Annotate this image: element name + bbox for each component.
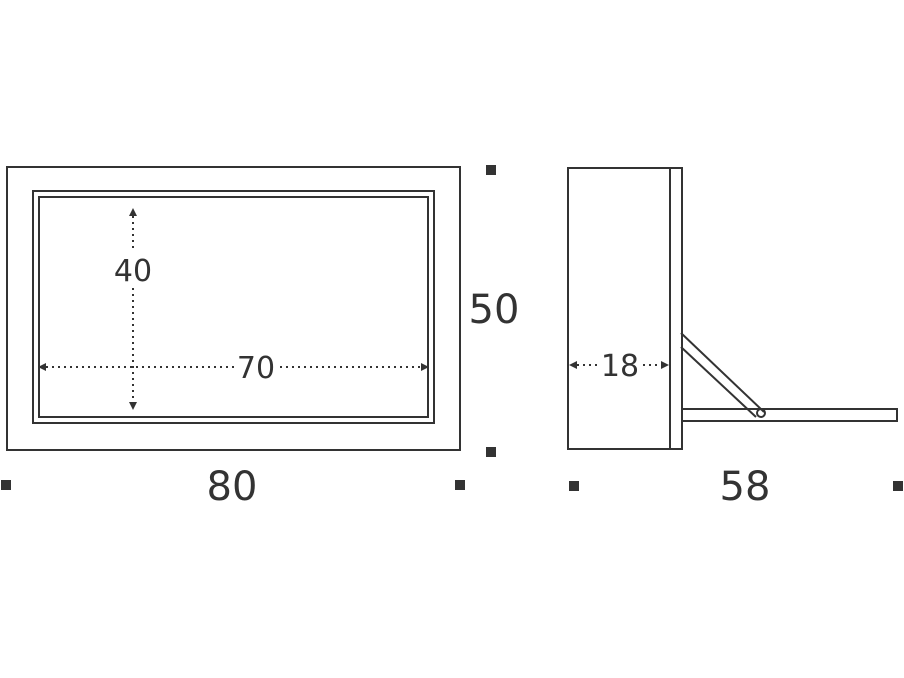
front-outer-frame xyxy=(6,166,461,451)
dimension-marker xyxy=(893,481,903,491)
dimension-marker xyxy=(1,480,11,490)
inner-height-label: 40 xyxy=(114,254,152,289)
dimension-marker xyxy=(486,165,496,175)
side-support-bracket xyxy=(680,332,766,418)
front-view: 40 70 80 50 xyxy=(1,165,519,510)
front-inner-frame-inset xyxy=(38,196,429,418)
inner-width-label: 70 xyxy=(237,351,275,386)
side-front-panel xyxy=(669,167,683,450)
front-inner-frame xyxy=(32,190,435,424)
body-depth-label: 18 xyxy=(601,349,639,384)
side-shelf xyxy=(681,408,898,422)
dimension-marker xyxy=(569,481,579,491)
dimension-marker xyxy=(486,447,496,457)
side-view: 18 58 xyxy=(567,167,903,510)
total-depth-label: 58 xyxy=(720,464,771,510)
dimension-marker xyxy=(455,480,465,490)
outer-width-label: 80 xyxy=(207,464,258,510)
side-body xyxy=(567,167,671,450)
outer-height-label: 50 xyxy=(469,287,520,333)
